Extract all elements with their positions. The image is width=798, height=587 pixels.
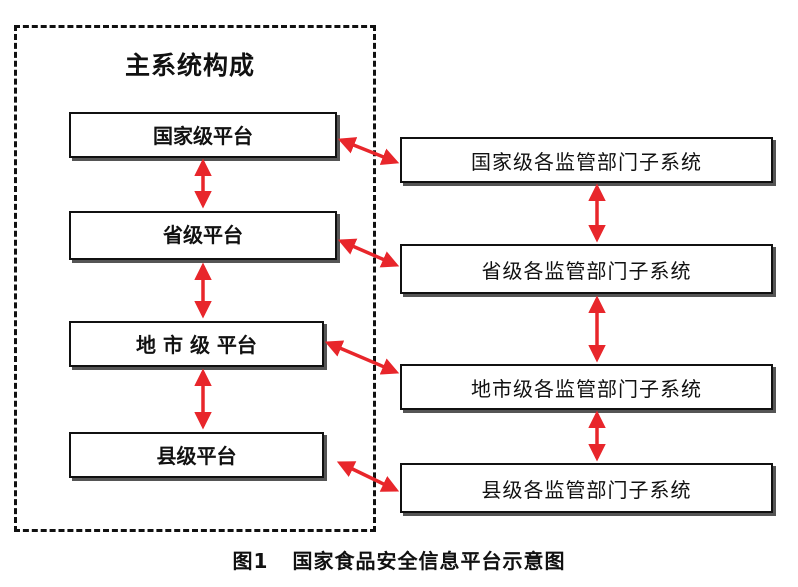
figure-number: 图1 (232, 549, 269, 573)
figure-caption: 图1 国家食品安全信息平台示意图 (0, 545, 798, 574)
platform-label: 县级平台 (156, 444, 237, 468)
subsystem-county: 县级各监管部门子系统 (400, 463, 773, 513)
subsystem-label: 省级各监管部门子系统 (481, 258, 692, 283)
platform-provincial: 省级平台 (69, 211, 337, 260)
platform-label: 国家级平台 (153, 124, 253, 148)
subsystem-label: 地市级各监管部门子系统 (471, 376, 702, 401)
main-system-frame (14, 25, 376, 532)
arrow-provincial-link (337, 238, 400, 268)
subsystem-label: 县级各监管部门子系统 (481, 477, 692, 502)
platform-label: 省级平台 (163, 223, 243, 247)
subsystem-label: 国家级各监管部门子系统 (471, 149, 702, 174)
arrow-national-link (337, 137, 400, 165)
subsystem-provincial: 省级各监管部门子系统 (400, 244, 773, 294)
platform-municipal: 地 市 级 平台 (69, 321, 324, 367)
arrow-county-link (336, 461, 400, 492)
subsystem-national: 国家级各监管部门子系统 (400, 137, 773, 183)
platform-national: 国家级平台 (69, 112, 337, 158)
main-system-title: 主系统构成 (124, 51, 255, 80)
platform-county: 县级平台 (69, 432, 324, 478)
figure-title: 国家食品安全信息平台示意图 (292, 549, 566, 573)
platform-label: 地 市 级 平台 (136, 333, 257, 357)
subsystem-municipal: 地市级各监管部门子系统 (400, 364, 773, 410)
arrow-municipal-link (324, 340, 400, 375)
